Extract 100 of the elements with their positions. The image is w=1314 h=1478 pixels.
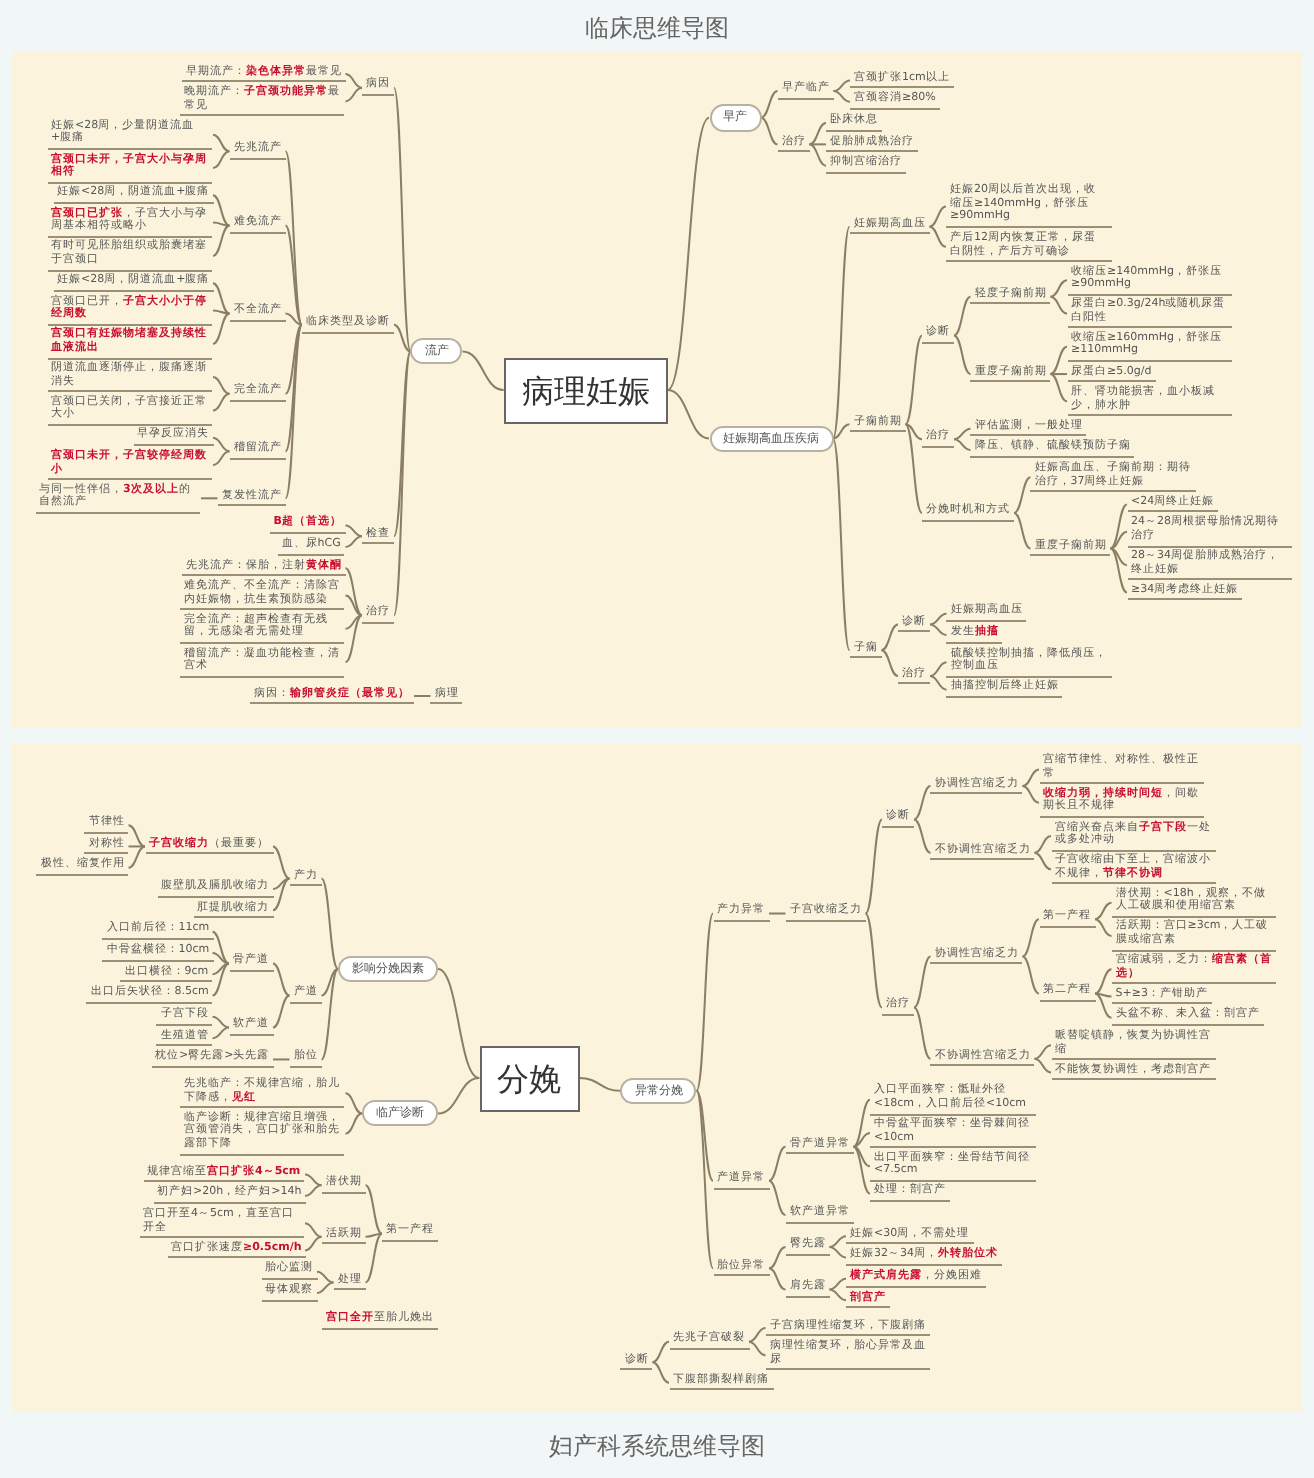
connector-line	[413, 695, 432, 697]
connector-line	[1049, 373, 1068, 403]
connector-line	[904, 334, 923, 426]
connector-line	[211, 962, 230, 976]
connector-line	[272, 1058, 291, 1061]
connector-line	[1021, 768, 1040, 788]
connector-line	[904, 423, 923, 514]
connector-line	[913, 1006, 932, 1060]
connector-line	[437, 967, 481, 1079]
connector-line	[1049, 345, 1068, 376]
connector-line	[344, 614, 363, 664]
connector-line	[1021, 955, 1040, 995]
connector-line	[212, 133, 231, 153]
connector-line	[284, 224, 303, 326]
connector-line	[928, 205, 947, 228]
connector-line	[320, 967, 339, 1061]
connector-line	[127, 845, 146, 869]
connector-line	[344, 594, 363, 617]
connector-line	[344, 1092, 363, 1115]
connector-line	[211, 1015, 230, 1029]
connector-line	[768, 1267, 787, 1291]
connector-line	[1109, 547, 1128, 594]
connector-line	[211, 951, 230, 965]
connector-line	[828, 1288, 847, 1302]
connector-line	[211, 930, 230, 965]
connector-line	[880, 623, 899, 652]
connector-line	[461, 350, 505, 391]
connector-line	[1033, 835, 1052, 854]
connector-line	[1094, 992, 1113, 998]
connector-line	[212, 224, 231, 257]
connector-line	[212, 392, 231, 412]
connector-line	[913, 818, 932, 854]
connector-line	[748, 1340, 767, 1357]
connector-line	[393, 323, 412, 353]
connector-line	[695, 912, 714, 1092]
connector-line	[808, 143, 827, 167]
connector-line	[304, 1184, 323, 1197]
connector-line	[768, 1145, 787, 1182]
connector-line	[284, 323, 303, 395]
connector-line	[316, 1270, 335, 1284]
connector-line	[211, 1026, 230, 1040]
connector-line	[929, 612, 948, 626]
connector-line	[929, 675, 948, 691]
connector-line	[1109, 530, 1128, 550]
connector-line	[272, 994, 291, 1029]
connector-line	[864, 912, 883, 1009]
connector-line	[953, 427, 972, 441]
connector-line	[127, 824, 146, 848]
connector-line	[651, 1361, 670, 1384]
connector-line	[212, 194, 231, 227]
connector-line	[211, 962, 230, 997]
connector-line	[284, 150, 303, 326]
connector-line	[832, 423, 851, 440]
connector-line	[1021, 918, 1040, 958]
title: 临床思维导图	[583, 14, 731, 42]
connector-line	[320, 967, 339, 997]
connector-line	[832, 79, 851, 93]
connector-line	[666, 389, 710, 440]
connector-line	[768, 1245, 787, 1270]
connector-line	[832, 225, 851, 440]
connector-line	[828, 1235, 847, 1248]
connector-line	[929, 623, 948, 637]
connector-line	[344, 73, 363, 89]
connector-line	[953, 295, 972, 337]
connector-line	[852, 1098, 871, 1148]
connector-line	[1033, 1044, 1052, 1060]
connector-line	[1013, 476, 1032, 514]
connector-line	[212, 436, 231, 453]
connector-line	[832, 437, 851, 652]
connector-line	[212, 150, 231, 169]
connector-line	[852, 1145, 871, 1195]
connector-line	[364, 1232, 383, 1238]
connector-line	[695, 1089, 714, 1270]
connector-line	[212, 282, 231, 315]
connector-line	[1049, 279, 1068, 298]
connector-line	[320, 877, 339, 970]
connector-line	[272, 877, 291, 912]
connector-line	[768, 1179, 787, 1216]
connector-line	[304, 1222, 323, 1238]
connector-line	[1021, 785, 1040, 804]
connector-line	[316, 1281, 335, 1295]
connector-line	[1013, 511, 1032, 550]
connector-line	[344, 535, 363, 548]
connector-line	[284, 323, 303, 453]
connector-line	[272, 877, 291, 891]
connector-line	[828, 1277, 847, 1291]
connector-line	[880, 649, 899, 677]
connector-line	[904, 423, 923, 441]
connector-line	[760, 90, 779, 119]
connector-line	[393, 86, 412, 353]
connector-line	[768, 912, 787, 915]
connector-line	[808, 122, 827, 146]
connector-line	[695, 1089, 714, 1182]
connector-line	[1094, 901, 1113, 921]
connector-line	[304, 1235, 323, 1252]
central-topic-box: 病理妊娠	[503, 357, 668, 424]
connector-line	[344, 567, 363, 617]
connector-line	[1094, 992, 1113, 1019]
connector-line	[760, 116, 779, 146]
connector-line	[651, 1340, 670, 1364]
